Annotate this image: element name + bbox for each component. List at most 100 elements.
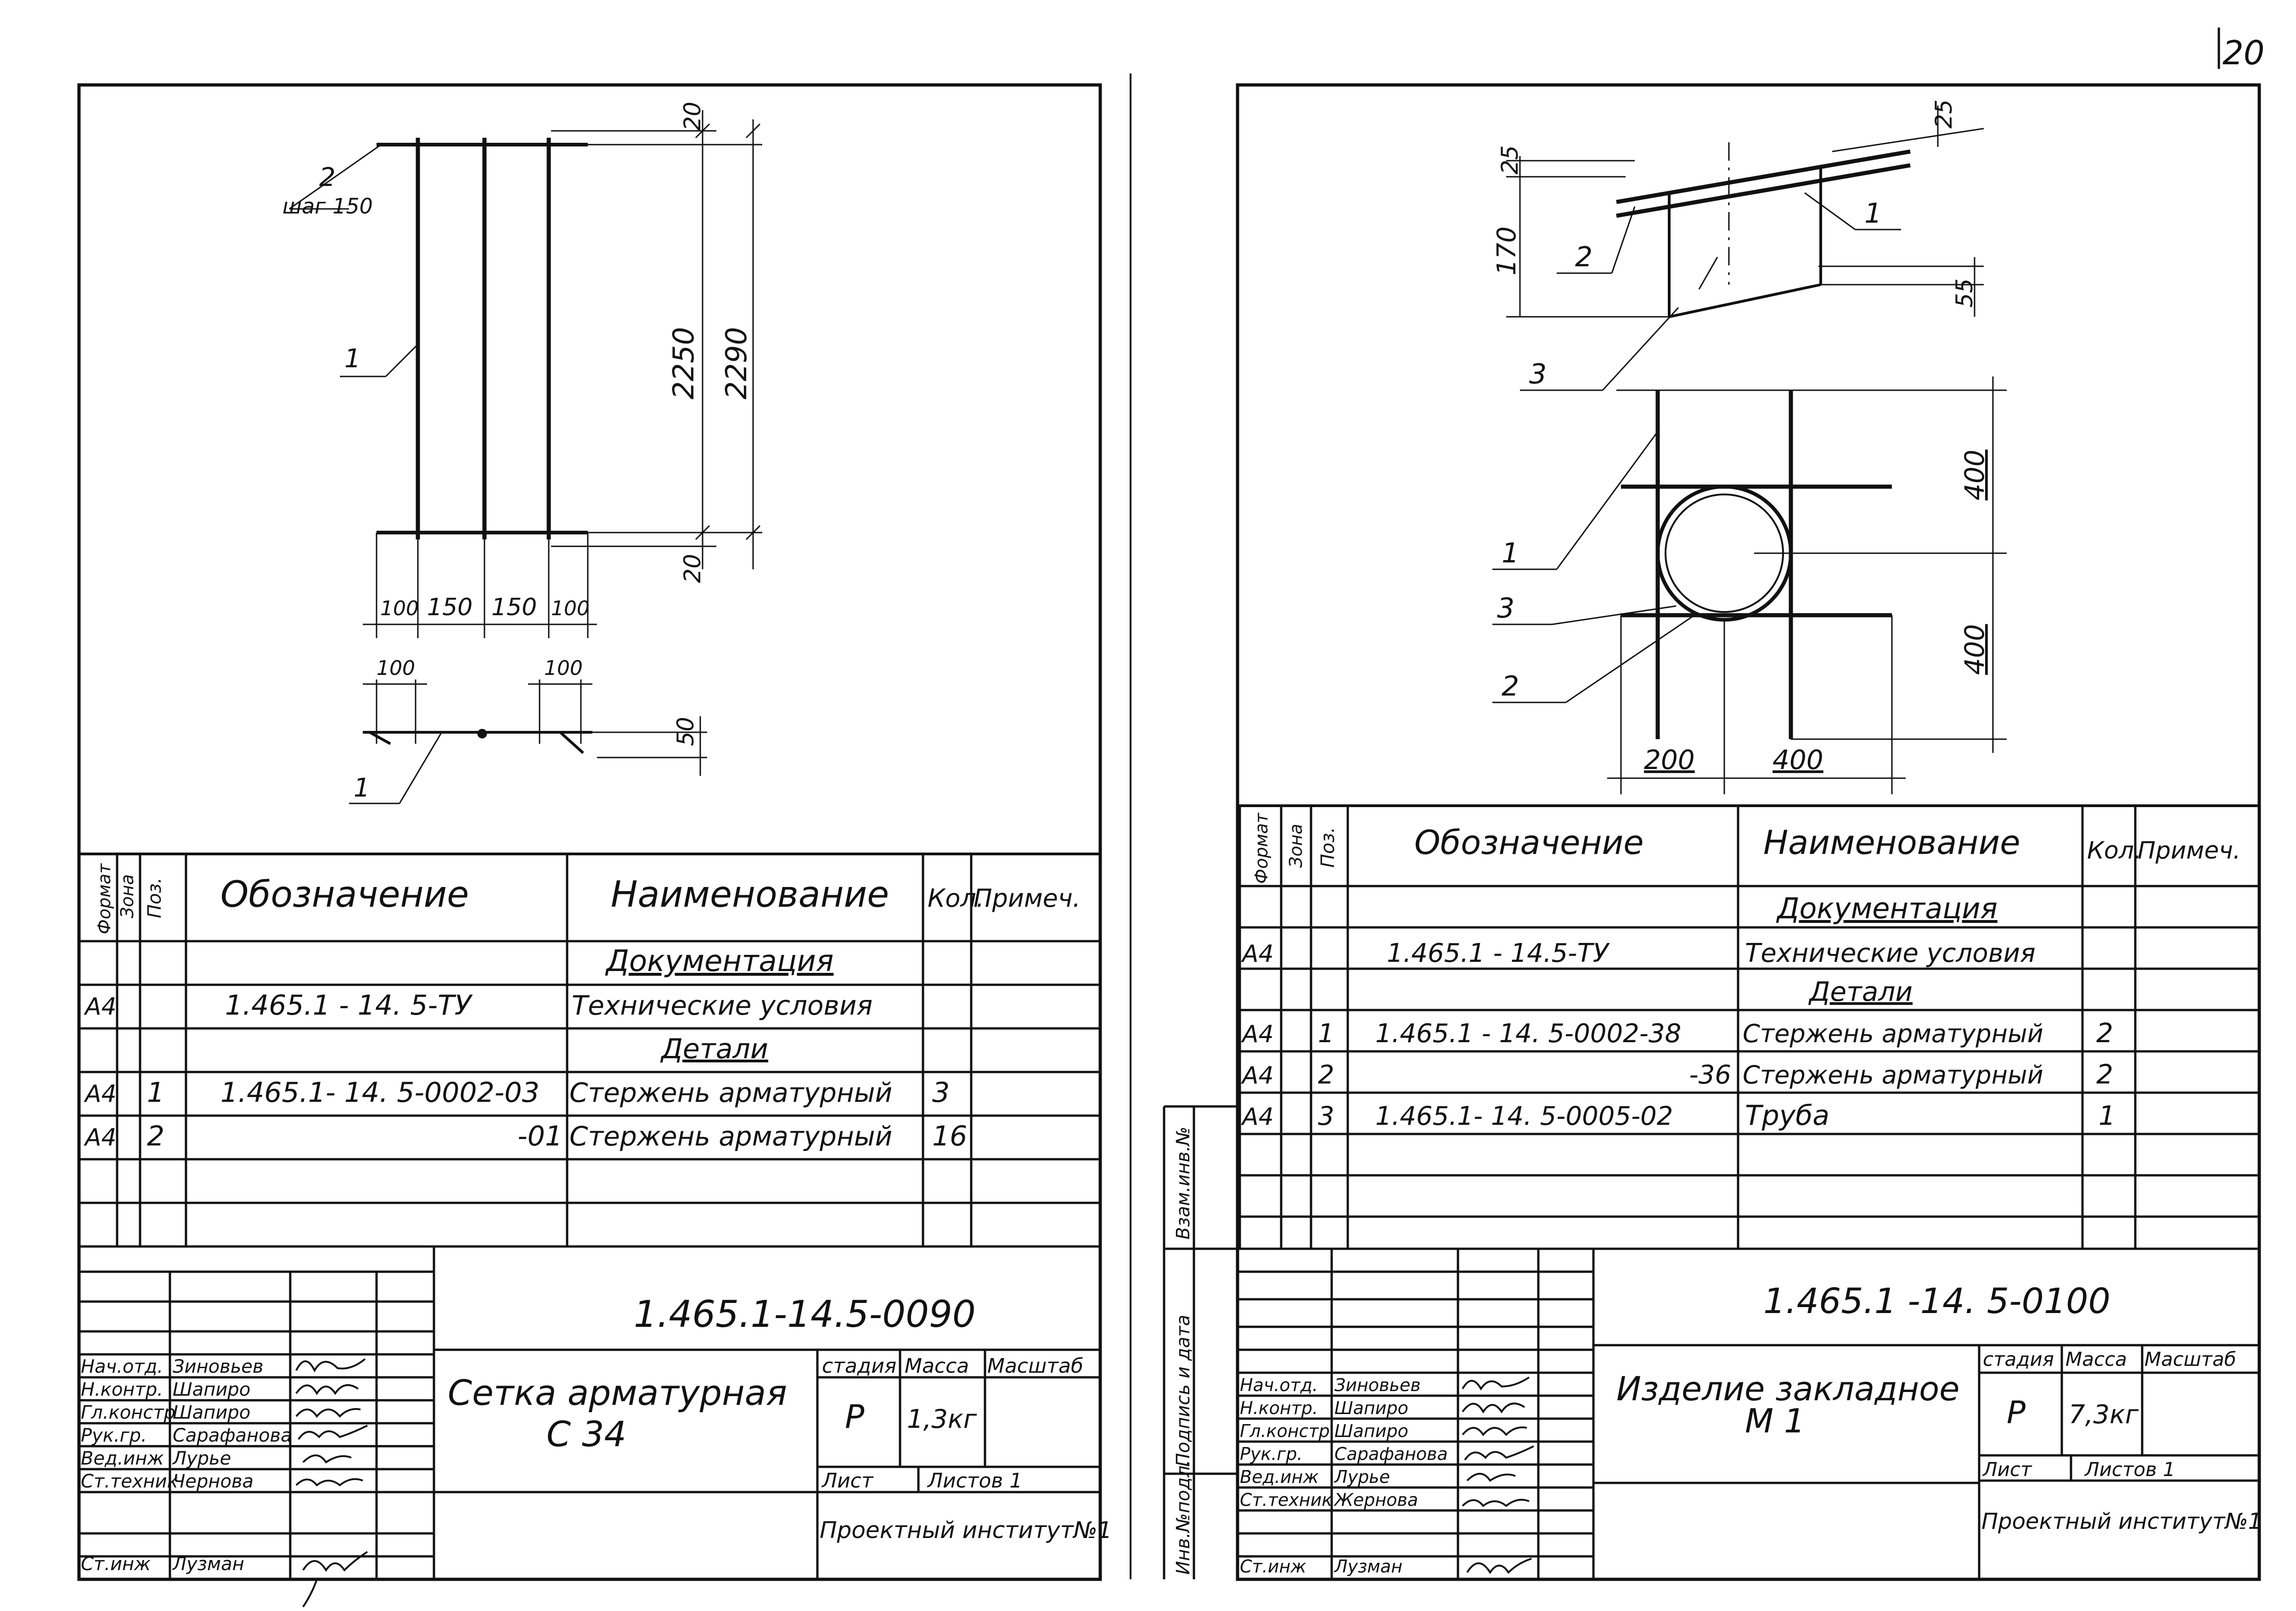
right-label-1-top: 1 (1864, 197, 1882, 230)
left-title-mass: 1,3кг (907, 1404, 977, 1434)
right-person-name: Лузман (1334, 1556, 1402, 1577)
right-label-2-plan: 2 (1502, 670, 1519, 702)
right-spec-header-qty: Кол. (2087, 837, 2142, 864)
right-dim-55: 55 (1951, 278, 1978, 308)
left-person-name: Чернова (173, 1471, 253, 1492)
right-spec-row-3-pos: 1 (1318, 1019, 1334, 1049)
right-spec-row-0-name: Документация (1776, 892, 1998, 925)
left-title-sheet-h: Лист (821, 1469, 874, 1493)
right-spec-row-5-pos: 3 (1318, 1101, 1334, 1131)
side-stamp-replacement: Взам.инв.№ (1173, 1127, 1194, 1240)
right-spec-header-note: Примеч. (2138, 837, 2240, 864)
left-person-name: Сарафанова (173, 1425, 292, 1446)
left-person-role: Нач.отд. (81, 1356, 163, 1377)
left-person-role: Вед.инж (81, 1448, 164, 1469)
right-person-role: Рук.гр. (1240, 1444, 1303, 1464)
right-spec-row-5-name: Труба (1745, 1100, 1829, 1132)
left-person-role: Гл.констр (81, 1402, 175, 1423)
right-spec-header-designation: Обозначение (1414, 823, 1644, 862)
right-dim-170: 170 (1492, 226, 1522, 275)
right-spec-row-3-format: А4 (1241, 1021, 1274, 1048)
left-dim-bottom: 20 (679, 554, 706, 583)
left-dim-2290: 2290 (720, 327, 753, 399)
right-dim-400-upper: 400 (1959, 449, 1990, 500)
page-number: 20 (2223, 34, 2265, 72)
left-step-label: шаг 150 (282, 194, 373, 219)
right-spec-row-1-designation: 1.465.1 - 14.5-ТУ (1387, 938, 1610, 968)
right-spec-row-5-designation: 1.465.1- 14. 5-0005-02 (1375, 1101, 1673, 1131)
right-person-role: Н.контр. (1240, 1398, 1318, 1418)
right-spec-row-5-qty: 1 (2099, 1100, 2116, 1131)
left-spec-row-3-name: Стержень арматурный (569, 1077, 892, 1108)
right-dim-25-right: 25 (1930, 99, 1957, 129)
left-person-role: Н.контр. (81, 1379, 163, 1400)
right-person-name: Лурье (1334, 1467, 1390, 1487)
side-stamp-inventory: Инв.№подл. (1173, 1459, 1194, 1575)
right-spec-row-1-format: А4 (1241, 940, 1274, 968)
right-label-3-top: 3 (1529, 358, 1547, 390)
left-title-name-line2: С 34 (546, 1414, 626, 1454)
right-person-name: Жернова (1334, 1490, 1418, 1510)
left-spec-row-2-name: Детали (660, 1033, 768, 1065)
left-dim-bottom-row: 150 (491, 594, 537, 621)
left-title-stage: Р (845, 1398, 865, 1436)
left-title-scale-h: Масштаб (987, 1354, 1083, 1378)
right-dim-400-bottom: 400 (1773, 744, 1823, 775)
left-spec-row-1-format: А4 (84, 993, 117, 1021)
left-dim-section-right: 100 (544, 657, 583, 680)
left-pos-label-1b: 1 (354, 773, 370, 803)
left-spec-header-pos: Поз. (144, 877, 165, 918)
left-spec-row-0-name: Документация (605, 944, 833, 978)
left-title-code: 1.465.1-14.5-0090 (634, 1293, 976, 1336)
left-spec-header-qty: Кол. (928, 884, 984, 913)
right-person-name: Шапиро (1334, 1421, 1408, 1441)
right-person-role: Ст.инж (1240, 1556, 1306, 1577)
right-spec-row-3-designation: 1.465.1 - 14. 5-0002-38 (1375, 1019, 1681, 1049)
left-spec-header-designation: Обозначение (220, 874, 469, 915)
right-title-org: Проектный институт№1 (1981, 1509, 2262, 1534)
left-title-sheets-h: Листов 1 (927, 1469, 1022, 1493)
left-person-name: Лузман (172, 1554, 244, 1575)
right-spec-row-4-pos: 2 (1318, 1060, 1334, 1090)
right-spec-row-1-name: Технические условия (1745, 938, 2036, 968)
right-person-role: Ст.техник (1240, 1490, 1332, 1510)
left-dim-section-height: 50 (672, 717, 699, 746)
left-spec-row-1-designation: 1.465.1 - 14. 5-ТУ (225, 989, 473, 1022)
right-spec-row-5-format: А4 (1241, 1103, 1274, 1131)
right-person-role: Нач.отд. (1240, 1375, 1318, 1395)
right-title-mass: 7,3кг (2069, 1400, 2139, 1430)
left-signatures (295, 1358, 368, 1608)
right-label-3-plan: 3 (1497, 592, 1514, 624)
left-person-name: Лурье (172, 1448, 231, 1469)
right-spec-row-4-designation: -36 (1689, 1060, 1731, 1090)
left-spec-row-3-pos: 1 (147, 1077, 164, 1109)
right-signatures (1462, 1376, 1534, 1574)
right-title-sheet-h: Лист (1982, 1458, 2032, 1481)
right-person-name: Сарафанова (1334, 1444, 1448, 1464)
right-person-role: Гл.констр (1240, 1421, 1330, 1441)
right-spec-row-4-format: А4 (1241, 1062, 1274, 1089)
left-spec-header-name: Наименование (611, 874, 889, 915)
left-spec-row-4-pos: 2 (147, 1120, 164, 1152)
right-label-1-plan: 1 (1502, 537, 1519, 569)
right-spec-header-pos: Поз. (1317, 827, 1339, 868)
right-title-stage-h: стадия (1983, 1348, 2054, 1370)
left-spec-row-3-qty: 3 (932, 1077, 950, 1109)
left-spec-row-4-name: Стержень арматурный (569, 1121, 892, 1152)
left-title-name-line1: Сетка арматурная (448, 1372, 787, 1413)
left-spec-header-note: Примеч. (974, 884, 1080, 913)
left-dim-2250: 2250 (667, 327, 700, 399)
right-spec-row-4-qty: 2 (2096, 1059, 2113, 1090)
right-person-role: Вед.инж (1240, 1467, 1319, 1487)
left-dim-bottom-row: 100 (551, 597, 590, 620)
left-spec-row-4-format: А4 (84, 1124, 117, 1151)
left-spec-header-zone: Зона (117, 874, 137, 918)
left-title-org: Проектный институт№1 (820, 1517, 1112, 1544)
left-dim-section-left: 100 (377, 657, 415, 680)
right-spec-row-3-qty: 2 (2096, 1017, 2113, 1049)
left-person-name: Зиновьев (173, 1356, 264, 1377)
right-title-name-line2: М 1 (1745, 1402, 1805, 1440)
left-spec-row-4-qty: 16 (932, 1120, 967, 1152)
right-spec-header-name: Наименование (1763, 823, 2020, 862)
